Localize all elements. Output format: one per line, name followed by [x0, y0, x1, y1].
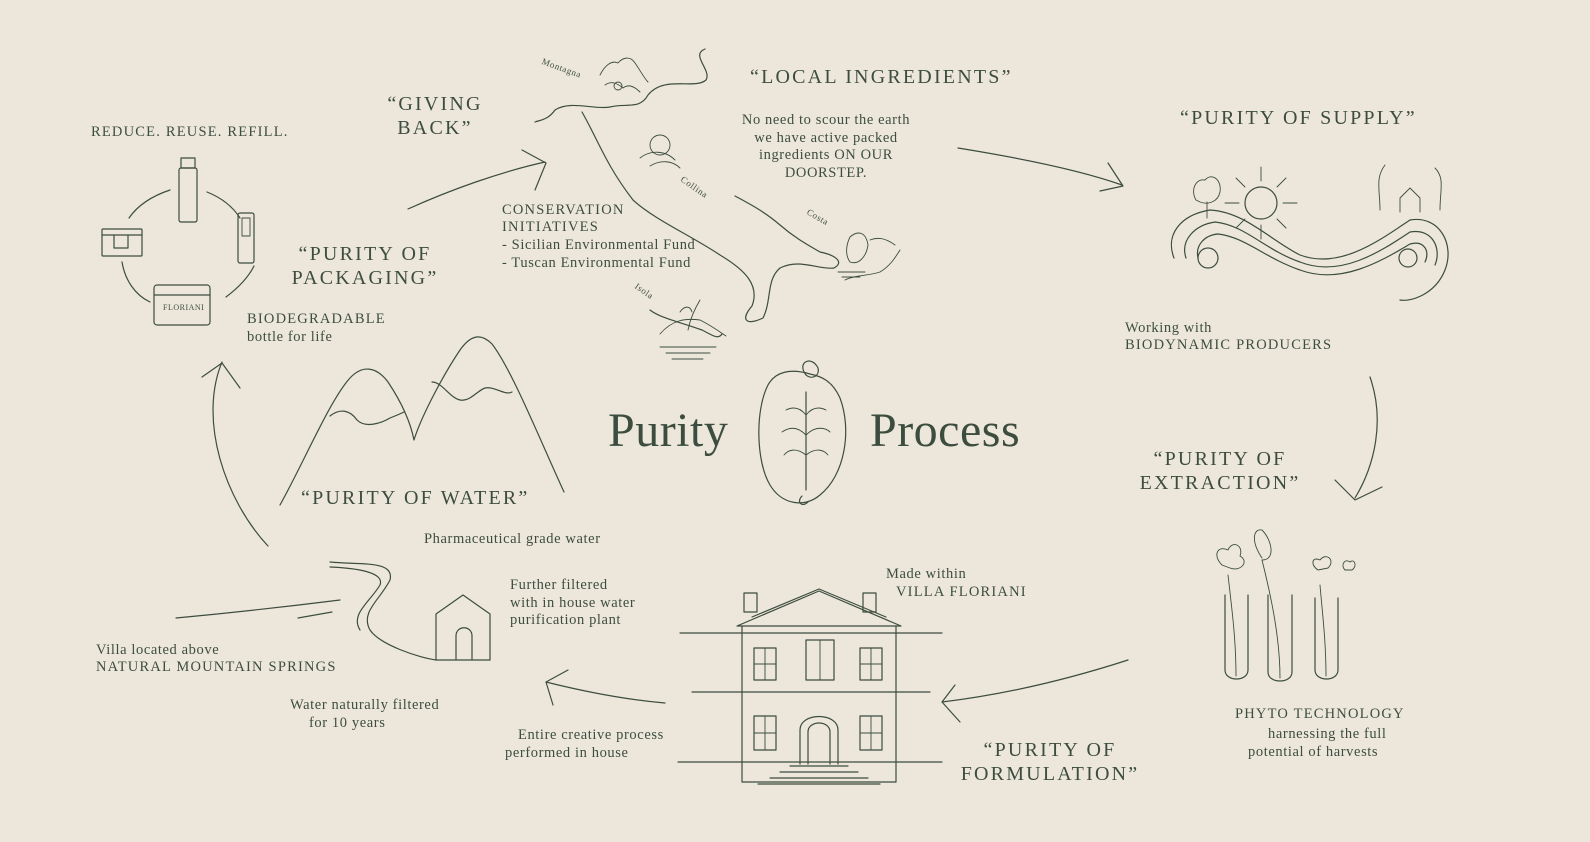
jar-label: FLORIANI: [163, 303, 205, 312]
giving-back-fund1: - Sicilian Environmental Fund: [502, 237, 696, 253]
water-villa-line1: Villa located above: [96, 642, 220, 658]
giving-back-heading-line: “GIVING: [387, 93, 483, 115]
local-ingredients-line: ingredients ON OUR: [758, 147, 894, 163]
local-ingredients-heading: “LOCAL INGREDIENTS”: [750, 66, 1013, 88]
supply-line1: Working with: [1125, 320, 1212, 336]
house-stream-icon: [175, 561, 491, 661]
supply-heading: “PURITY OF SUPPLY”: [1180, 107, 1417, 129]
extraction-line1: PHYTO TECHNOLOGY: [1235, 706, 1405, 722]
title-process: Process: [870, 404, 1021, 457]
water-villa-line2: NATURAL MOUNTAIN SPRINGS: [96, 659, 337, 675]
packaging-bio-line1: BIODEGRADABLE: [247, 311, 386, 327]
test-tubes-icon: [1216, 529, 1356, 682]
bottles-cycle-icon: [101, 157, 255, 326]
local-ingredients-line: we have active packed: [754, 129, 898, 146]
water-natural-line1: Water naturally filtered: [290, 697, 440, 713]
mountains-icon: [279, 336, 565, 506]
water-natural-line2: for 10 years: [309, 715, 386, 731]
local-ingredients-line: No need to scour the earth: [741, 112, 911, 128]
local-ingredients-line: DOORSTEP.: [784, 164, 868, 181]
giving-back-heading: “GIVING BACK”: [370, 92, 500, 140]
giving-back-heading-line: BACK”: [397, 117, 473, 139]
giving-back-cons-line1: CONSERVATION: [502, 202, 625, 218]
extraction-heading-line: “PURITY OF: [1153, 448, 1287, 470]
water-filtered-line: with in house water: [510, 594, 636, 611]
packaging-reduce: REDUCE. REUSE. REFILL.: [91, 124, 289, 140]
packaging-heading: “PURITY OF PACKAGING”: [270, 242, 460, 290]
packaging-heading-line: “PURITY OF: [298, 243, 432, 265]
water-filtered: Further filtered with in house water pur…: [510, 577, 635, 630]
formulation-villa: VILLA FLORIANI: [896, 584, 1027, 600]
formulation-creative-line2: performed in house: [505, 745, 629, 761]
giving-back-fund2: - Tuscan Environmental Fund: [502, 255, 691, 271]
water-grade: Pharmaceutical grade water: [424, 531, 601, 547]
leaf-logo-icon: [758, 360, 847, 506]
formulation-heading-line: “PURITY OF: [983, 739, 1117, 761]
formulation-heading-line: FORMULATION”: [960, 763, 1140, 785]
formulation-made-within: Made within: [886, 566, 967, 582]
supply-line2: BIODYNAMIC PRODUCERS: [1125, 337, 1333, 353]
packaging-bio-line2: bottle for life: [247, 329, 333, 345]
water-filtered-line: Further filtered: [510, 577, 608, 593]
water-filtered-line: purification plant: [510, 612, 622, 628]
extraction-line2: harnessing the full: [1268, 726, 1387, 742]
local-ingredients-body: No need to scour the earth we have activ…: [726, 112, 926, 182]
extraction-heading: “PURITY OF EXTRACTION”: [1120, 447, 1320, 495]
italy-map-icon: [534, 48, 901, 360]
packaging-heading-line: PACKAGING”: [291, 267, 439, 289]
formulation-heading: “PURITY OF FORMULATION”: [950, 738, 1150, 786]
giving-back-cons-line2: INITIATIVES: [502, 219, 599, 235]
villa-icon: [677, 588, 943, 785]
title-purity: Purity: [608, 404, 729, 457]
farm-landscape-icon: [1170, 164, 1449, 301]
extraction-line3: potential of harvests: [1248, 744, 1379, 760]
water-heading: “PURITY OF WATER”: [301, 487, 530, 509]
extraction-heading-line: EXTRACTION”: [1139, 472, 1301, 494]
cycle-arrow-icon: [201, 147, 1383, 723]
formulation-creative-line1: Entire creative process: [518, 727, 664, 743]
